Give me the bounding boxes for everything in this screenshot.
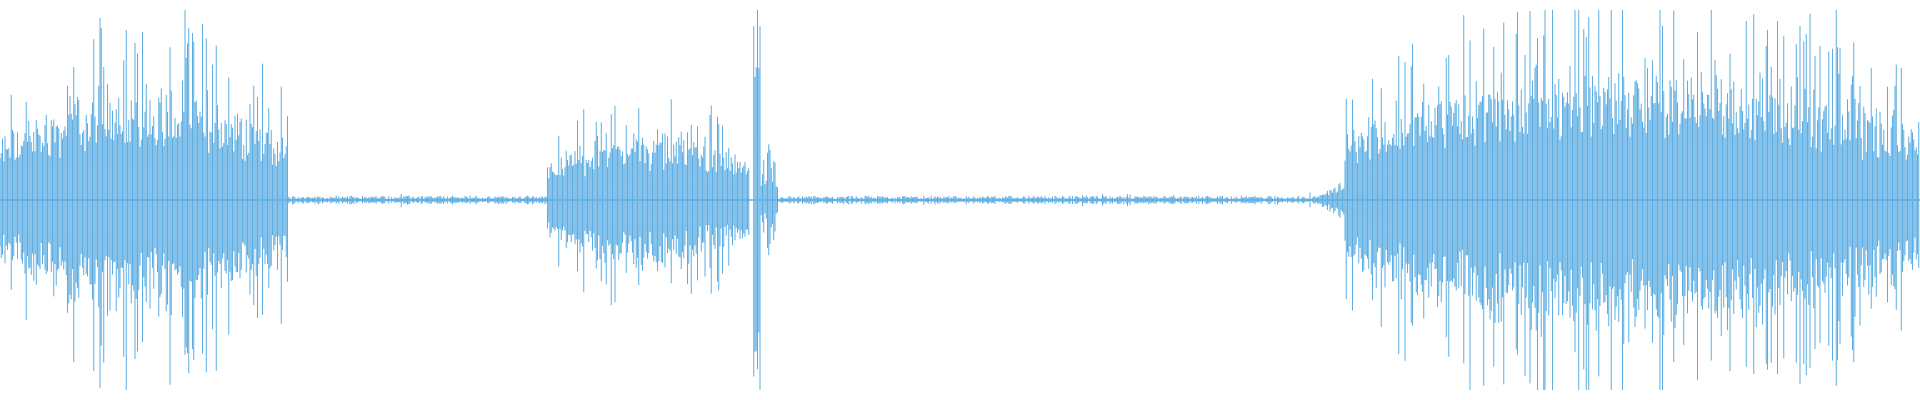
waveform-path <box>0 10 1920 390</box>
waveform-samples <box>0 10 1920 390</box>
